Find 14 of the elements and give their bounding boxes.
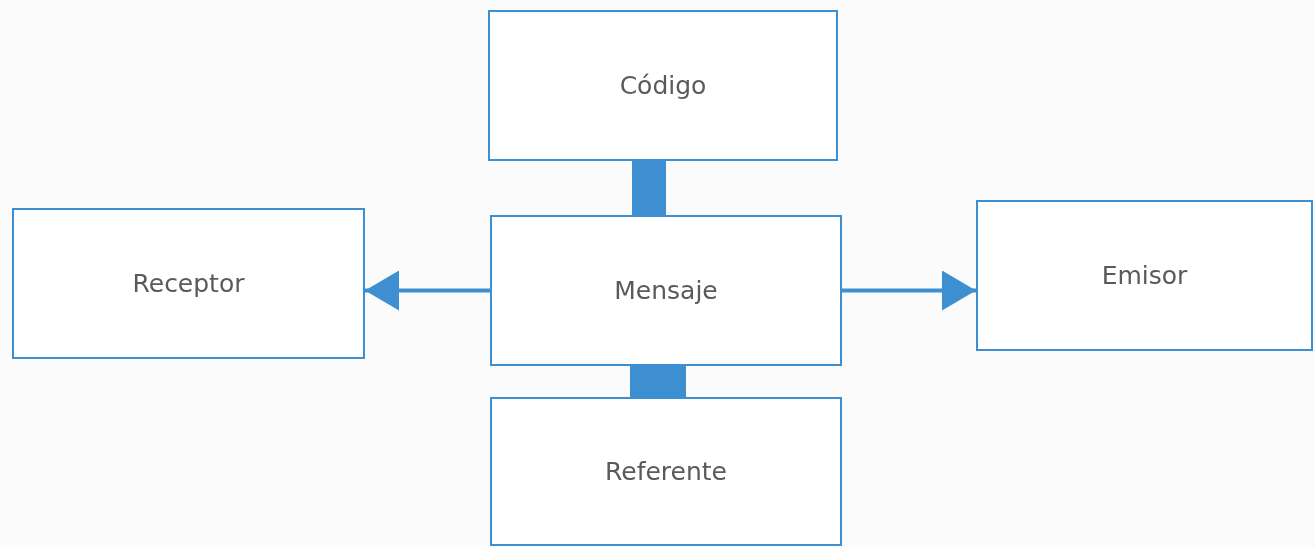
process-box bbox=[490, 215, 842, 366]
process-box bbox=[976, 200, 1313, 351]
box-label: Código bbox=[619, 71, 707, 100]
process-box bbox=[490, 397, 842, 546]
process-box bbox=[488, 10, 838, 161]
box-label: Referente bbox=[605, 457, 727, 486]
connector bbox=[630, 366, 686, 397]
box-label: Emisor bbox=[1101, 261, 1188, 290]
arrow bbox=[365, 270, 490, 311]
connector bbox=[632, 161, 666, 215]
box-label: Mensaje bbox=[614, 276, 718, 305]
process-box bbox=[12, 208, 365, 359]
box-label: Receptor bbox=[132, 269, 245, 298]
arrow bbox=[842, 270, 976, 311]
